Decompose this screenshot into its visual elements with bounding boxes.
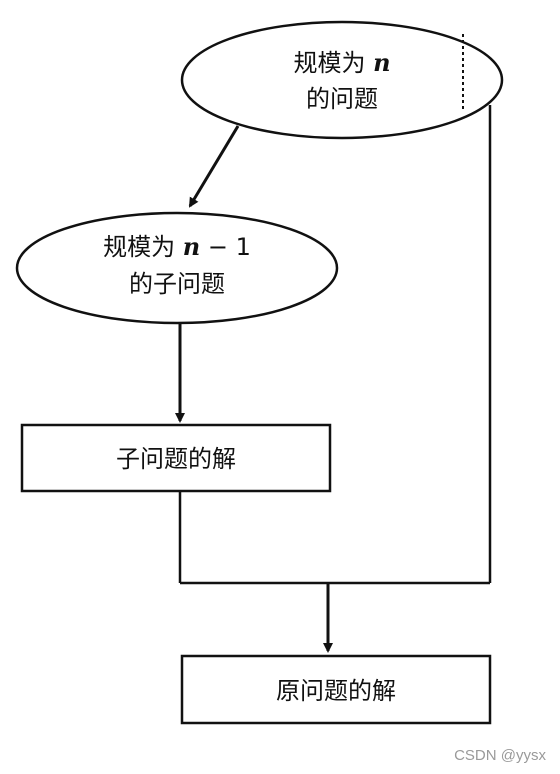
problem-n-minus-1-label-line2: 的子问题 <box>129 270 225 298</box>
problem-n-minus-1-label-line1: 规模为 n − 1 <box>103 232 251 261</box>
original-solution-box <box>180 654 492 725</box>
sub-solution-label: 子问题的解 <box>116 445 236 473</box>
sub-solution-box <box>20 423 332 493</box>
original-solution-label: 原问题的解 <box>276 677 396 705</box>
problem-n-ellipse <box>180 20 504 140</box>
problem-n-label-line1: 规模为 n <box>293 48 390 77</box>
arrow-problem-to-subproblem <box>188 125 240 208</box>
problem-n-label-line2: 的问题 <box>306 85 378 113</box>
problem-n-minus-1-ellipse <box>15 211 339 325</box>
watermark: CSDN @yysx <box>454 747 546 764</box>
